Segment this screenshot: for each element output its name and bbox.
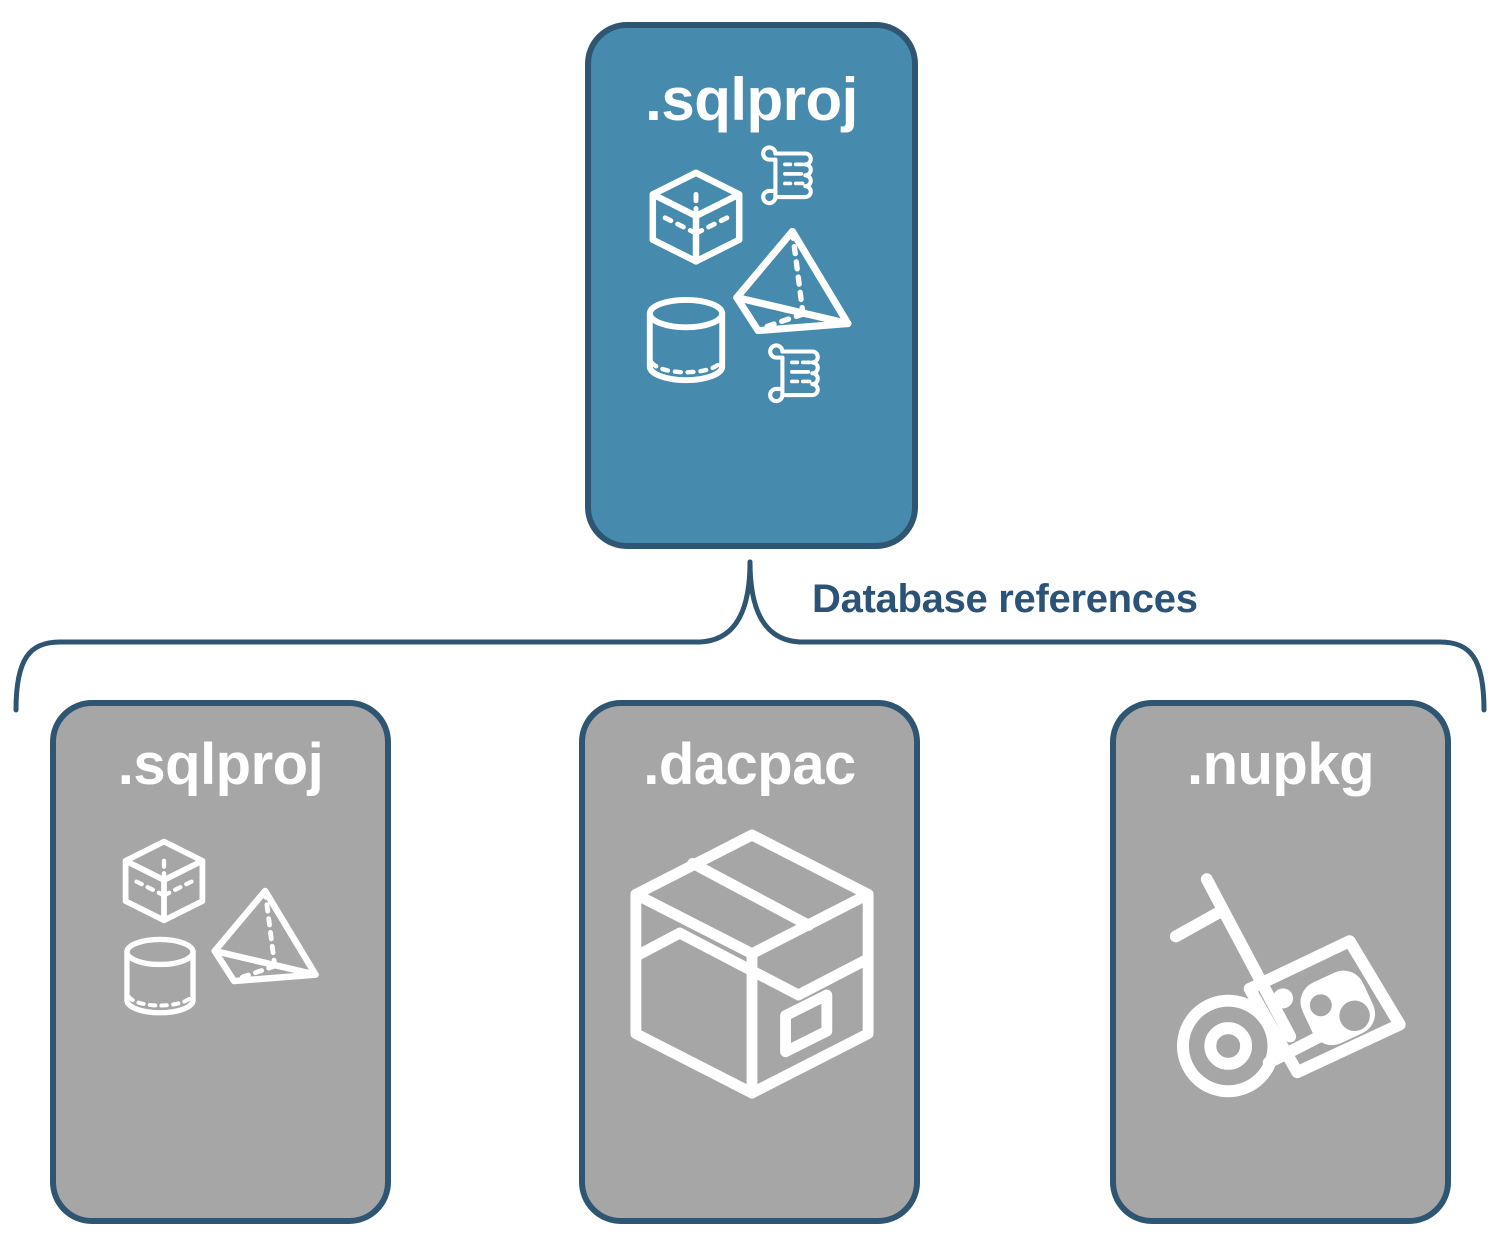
connector-label-database-references: Database references bbox=[812, 577, 1198, 621]
scroll-icon bbox=[760, 145, 813, 206]
scroll-icon bbox=[767, 343, 820, 404]
cylinder-icon bbox=[123, 936, 196, 1016]
card-title-reference-nupkg: .nupkg bbox=[1186, 732, 1375, 797]
card-title-reference-dacpac: .dacpac bbox=[643, 732, 856, 797]
package-box-icon bbox=[629, 829, 874, 1099]
hand-truck-nuget-package-icon bbox=[1169, 873, 1406, 1098]
icon-group-package bbox=[605, 804, 895, 1134]
card-title-sqlproj-root: .sqlproj bbox=[645, 66, 858, 133]
icon-group-nuget-delivery bbox=[1136, 804, 1426, 1134]
card-title-reference-sqlproj: .sqlproj bbox=[117, 732, 324, 797]
pyramid-icon bbox=[732, 227, 851, 335]
database-references-bracket bbox=[13, 559, 1487, 713]
pyramid-icon bbox=[211, 887, 319, 985]
cube-icon bbox=[122, 838, 205, 924]
cube-icon bbox=[649, 169, 742, 265]
card-reference-dacpac[interactable]: .dacpac bbox=[579, 700, 920, 1224]
card-reference-nupkg[interactable]: .nupkg bbox=[1110, 700, 1451, 1224]
card-reference-sqlproj[interactable]: .sqlproj bbox=[50, 700, 391, 1224]
card-sqlproj-root[interactable]: .sqlproj bbox=[585, 22, 918, 549]
icon-group-database-objects bbox=[632, 144, 872, 424]
icon-group-database-objects bbox=[76, 804, 366, 1134]
cylinder-icon bbox=[646, 296, 725, 384]
